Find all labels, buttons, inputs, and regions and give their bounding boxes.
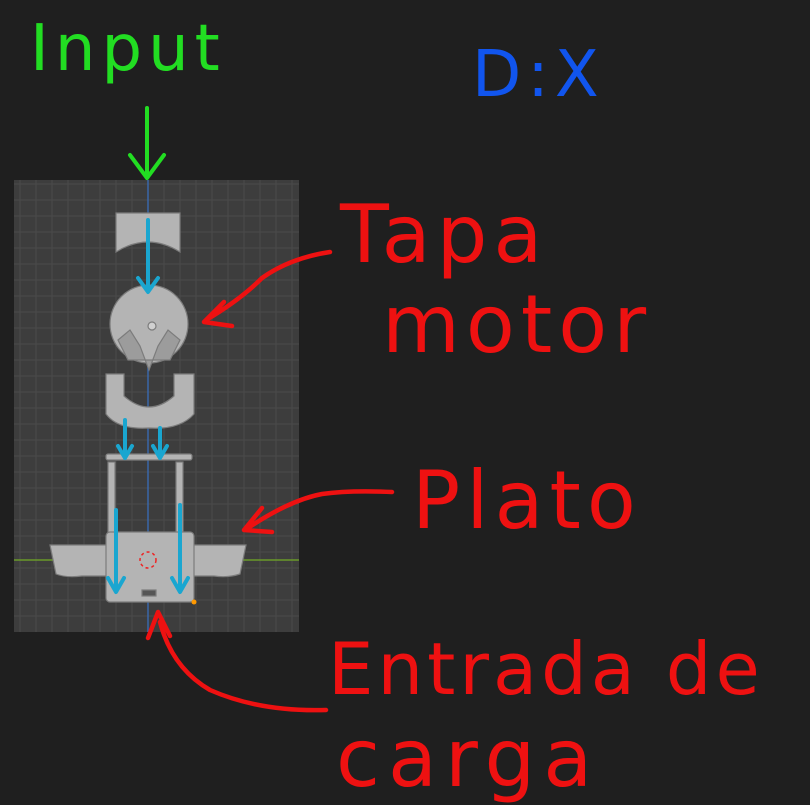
tapa-motor-arrow bbox=[201, 249, 333, 329]
dx-label: D:X bbox=[472, 38, 605, 112]
entrada-de-carga-arrow bbox=[145, 609, 329, 713]
flow-arrow-right-mid bbox=[151, 426, 169, 460]
plate-disc-part bbox=[105, 453, 193, 461]
plato-label: Plato bbox=[412, 454, 642, 547]
input-arrow bbox=[128, 106, 166, 180]
flow-arrow-left-mid bbox=[116, 418, 134, 460]
entrada-de-carga-label-line2: carga bbox=[336, 712, 600, 805]
tapa-motor-label-line1: Tapa bbox=[339, 188, 548, 281]
entrada-de-carga-label-line1: Entrada de bbox=[328, 627, 764, 711]
base-body-part bbox=[105, 531, 195, 603]
input-label: Input bbox=[30, 12, 226, 86]
3d-cursor-icon bbox=[139, 551, 157, 569]
flow-arrow-top bbox=[136, 218, 160, 294]
flow-arrow-left-bottom bbox=[106, 508, 126, 594]
flow-arrow-right-bottom bbox=[170, 503, 190, 594]
origin-dot-icon bbox=[191, 599, 197, 605]
motor-housing-part bbox=[105, 373, 195, 429]
plato-arrow bbox=[241, 489, 395, 535]
charge-port-part bbox=[141, 589, 157, 597]
flow-arrows bbox=[106, 218, 190, 594]
model-parts bbox=[49, 212, 247, 605]
annotation-arrows bbox=[145, 249, 395, 713]
tapa-motor-label-line2: motor bbox=[382, 278, 652, 371]
motor-cover-screw bbox=[147, 321, 157, 331]
rod-left-part bbox=[107, 461, 116, 543]
motor-cover-detail bbox=[117, 329, 181, 372]
